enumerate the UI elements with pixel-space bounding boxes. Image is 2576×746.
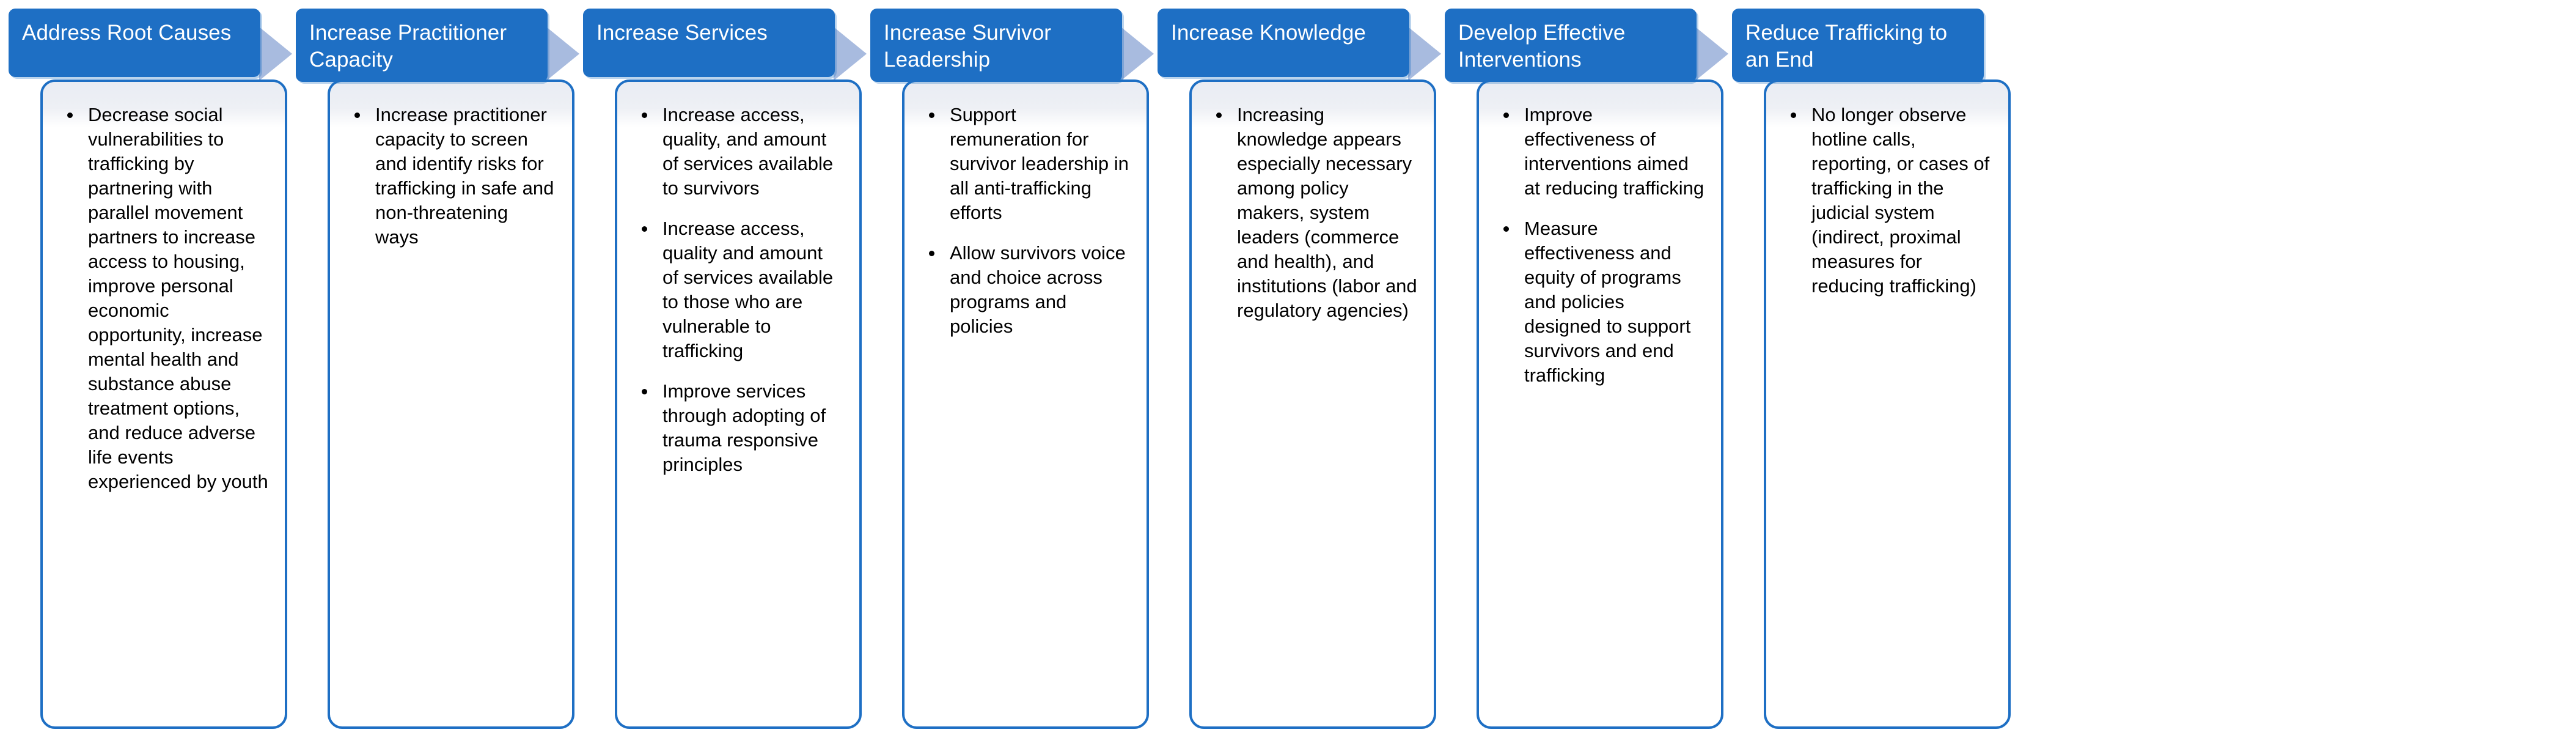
list-item: Increasing knowledge appears especially …: [1216, 103, 1418, 323]
bullet-text: Measure effectiveness and equity of prog…: [1524, 218, 1691, 386]
stage-card-reduce-trafficking-to-an-end: No longer observe hotline calls, reporti…: [1764, 79, 2011, 729]
stage-card-increase-services: Increase access, quality, and amount of …: [615, 79, 862, 729]
stage-header-increase-survivor-leadership[interactable]: Increase Survivor Leadership: [870, 9, 1122, 82]
stage-header-develop-effective-interventions[interactable]: Develop Effective Interventions: [1445, 9, 1697, 82]
bullet-dot-icon: [1503, 113, 1509, 118]
list-item: Improve effectiveness of interventions a…: [1503, 103, 1705, 201]
list-item: Decrease social vulnerabilities to traff…: [67, 103, 269, 494]
stage-card-increase-survivor-leadership: Support remuneration for survivor leader…: [902, 79, 1149, 729]
bullet-text: Allow survivors voice and choice across …: [950, 242, 1126, 337]
bullet-dot-icon: [642, 389, 647, 394]
bullet-list: No longer observe hotline calls, reporti…: [1766, 82, 2008, 311]
list-item: Increase access, quality and amount of s…: [642, 216, 843, 363]
bullet-list: Support remuneration for survivor leader…: [905, 82, 1147, 351]
bullet-text: Support remuneration for survivor leader…: [950, 104, 1129, 223]
list-item: Increase practitioner capacity to screen…: [354, 103, 556, 249]
bullet-list: Decrease social vulnerabilities to traff…: [43, 82, 285, 506]
bullet-text: Increase practitioner capacity to screen…: [375, 104, 554, 248]
stage-card-address-root-causes: Decrease social vulnerabilities to traff…: [40, 79, 287, 729]
stage-header-increase-services[interactable]: Increase Services: [583, 9, 835, 77]
bullet-list: Increase practitioner capacity to screen…: [330, 82, 572, 262]
bullet-dot-icon: [354, 113, 360, 118]
stage-header-reduce-trafficking-to-an-end[interactable]: Reduce Trafficking to an End: [1732, 9, 1984, 82]
bullet-text: Improve services through adopting of tra…: [662, 380, 826, 475]
list-item: Support remuneration for survivor leader…: [929, 103, 1131, 225]
bullet-text: Decrease social vulnerabilities to traff…: [88, 104, 268, 492]
bullet-dot-icon: [1791, 113, 1796, 118]
bullet-dot-icon: [1503, 226, 1509, 232]
bullet-dot-icon: [642, 113, 647, 118]
bullet-list: Improve effectiveness of interventions a…: [1479, 82, 1721, 400]
stage-header-increase-practitioner-capacity[interactable]: Increase Practitioner Capacity: [296, 9, 548, 82]
stage-reduce-trafficking-to-an-end: Reduce Trafficking to an End No longer ob…: [1723, 0, 2011, 746]
stage-header-address-root-causes[interactable]: Address Root Causes: [9, 9, 260, 77]
bullet-text: Increase access, quality and amount of s…: [662, 218, 834, 361]
stage-card-develop-effective-interventions: Improve effectiveness of interventions a…: [1477, 79, 1723, 729]
bullet-text: Increase access, quality, and amount of …: [662, 104, 834, 199]
bullet-text: No longer observe hotline calls, reporti…: [1811, 104, 1990, 297]
bullet-dot-icon: [67, 113, 73, 118]
bullet-text: Improve effectiveness of interventions a…: [1524, 104, 1704, 199]
bullet-dot-icon: [642, 226, 647, 232]
bullet-dot-icon: [929, 113, 934, 118]
list-item: No longer observe hotline calls, reporti…: [1791, 103, 1992, 298]
list-item: Measure effectiveness and equity of prog…: [1503, 216, 1705, 388]
bullet-dot-icon: [1216, 113, 1222, 118]
bullet-dot-icon: [929, 251, 934, 256]
bullet-list: Increase access, quality, and amount of …: [617, 82, 859, 489]
list-item: Improve services through adopting of tra…: [642, 379, 843, 477]
stage-header-increase-knowledge[interactable]: Increase Knowledge: [1158, 9, 1409, 77]
list-item: Increase access, quality, and amount of …: [642, 103, 843, 201]
stage-card-increase-knowledge: Increasing knowledge appears especially …: [1189, 79, 1436, 729]
list-item: Allow survivors voice and choice across …: [929, 241, 1131, 339]
bullet-text: Increasing knowledge appears especially …: [1237, 104, 1417, 321]
stage-card-increase-practitioner-capacity: Increase practitioner capacity to screen…: [328, 79, 574, 729]
bullet-list: Increasing knowledge appears especially …: [1192, 82, 1434, 335]
